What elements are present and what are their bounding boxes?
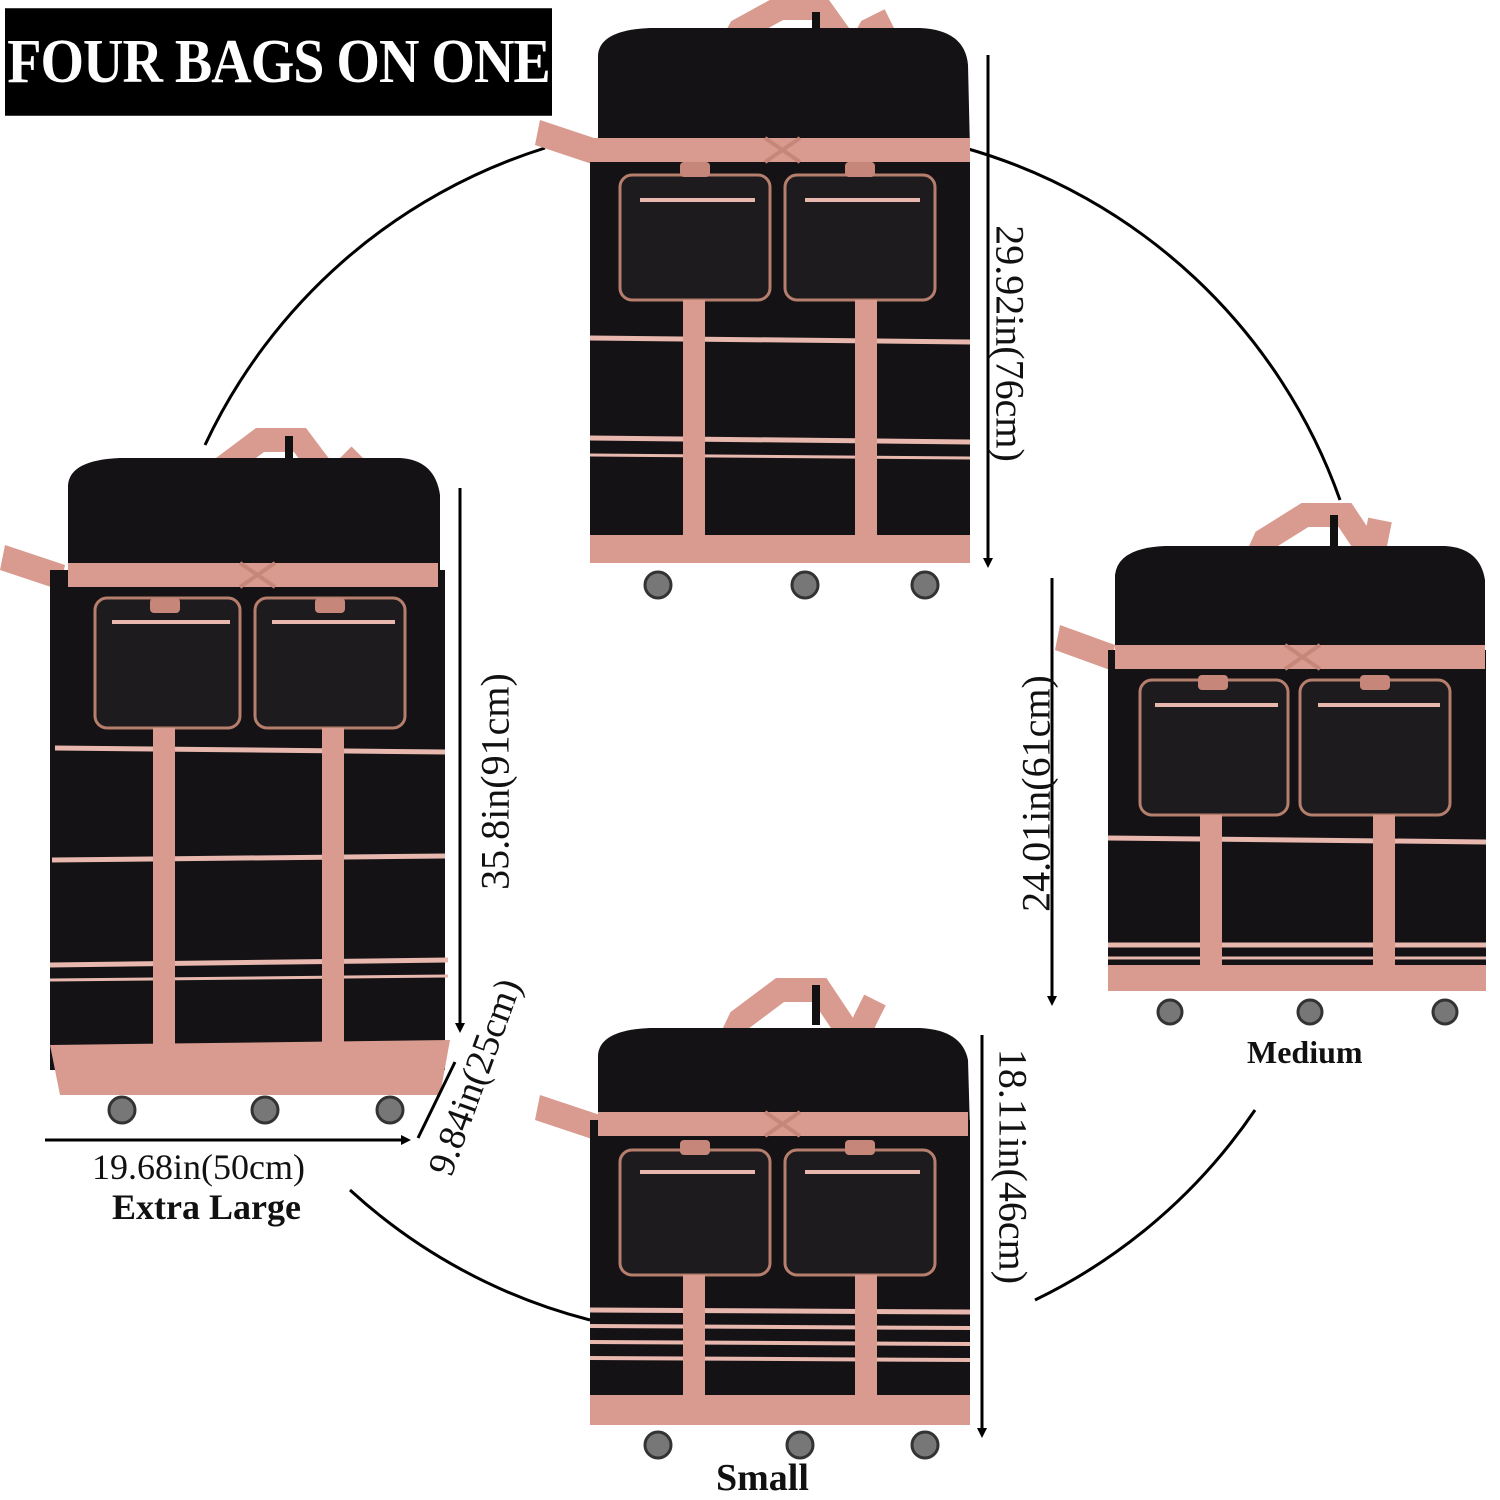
dimension-arrows [45,55,1057,1438]
bag-large [535,0,971,600]
bag-extra-large [0,428,450,1125]
small-label: Small [716,1457,809,1499]
xl-width-label: 19.68in(50cm) [92,1147,305,1187]
title-banner: FOUR BAGS ON ONE [5,8,552,116]
extra-large-label: Extra Large [112,1187,301,1227]
xl-height-label: 35.8in(91cm) [472,673,518,890]
arrow-xl-depth [416,1061,457,1139]
large-height-label: 29.92in(76cm) [987,225,1033,462]
medium-height-label: 24.01in(61cm) [1013,675,1059,912]
bag-medium [1055,503,1487,1026]
small-height-label: 18.11in(46cm) [990,1048,1036,1285]
bag-small [535,978,971,1460]
medium-label: Medium [1247,1034,1363,1070]
connecting-circle [203,146,1342,1322]
